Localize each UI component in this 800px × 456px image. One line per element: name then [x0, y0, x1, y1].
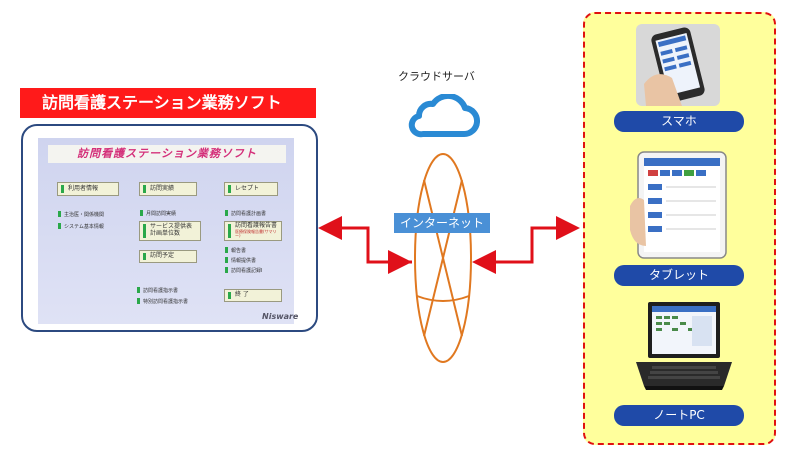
menu-item-shujii: 主治医・関係機関 — [57, 210, 130, 218]
arrow-to-internet-left — [324, 226, 412, 274]
menu-item-kiroku: 訪問看護記録Ⅰ — [224, 266, 293, 274]
software-screen-title: 訪問看護ステーション業務ソフト — [48, 145, 286, 163]
device-label-laptop: ノートPC — [614, 405, 744, 426]
arrow-to-devices — [478, 216, 580, 264]
menu-item-getsuji: 月間訪問実績 — [139, 209, 210, 217]
menu-button-hokokusho: 訪問看護報告書医療保険報告書(サマリー) — [224, 221, 282, 241]
cloud-icon — [408, 94, 480, 138]
menu-item-shijisho: 訪問看護指示書 — [136, 286, 209, 294]
menu-item-tokubetsu-shijisho: 特別訪問看護指示書 — [136, 297, 213, 305]
software-title-banner: 訪問看護ステーション業務ソフト — [20, 88, 316, 118]
menu-button-riyosha: 利用者情報 — [57, 182, 119, 196]
menu-button-service: サービス提供表 計画単位数 — [139, 221, 201, 241]
laptop-photo — [636, 302, 732, 390]
internet-globe-icon — [414, 153, 472, 363]
arrow-to-internet-right — [472, 226, 574, 274]
menu-item-jouhou: 情報提供書 — [224, 256, 291, 264]
menu-button-homon-jisseki: 訪問実績 — [139, 182, 197, 196]
menu-button-homon-yotei: 訪問予定 — [139, 250, 197, 263]
menu-item-hokokusho-2: 報告書 — [224, 246, 291, 254]
menu-item-keikakusho: 訪問看護計画書 — [224, 209, 297, 217]
internet-label: インターネット — [394, 213, 490, 233]
menu-button-receipt: レセプト — [224, 182, 278, 196]
software-logo: Nisware — [262, 312, 299, 321]
tablet-photo — [630, 151, 727, 259]
device-label-smartphone: スマホ — [614, 111, 744, 132]
device-label-tablet: タブレット — [614, 265, 744, 286]
menu-item-system: システム基本情報 — [57, 222, 130, 230]
smartphone-photo — [636, 24, 720, 106]
menu-button-end: 終 了 — [224, 289, 282, 302]
cloud-server-label: クラウドサーバ — [398, 70, 475, 83]
